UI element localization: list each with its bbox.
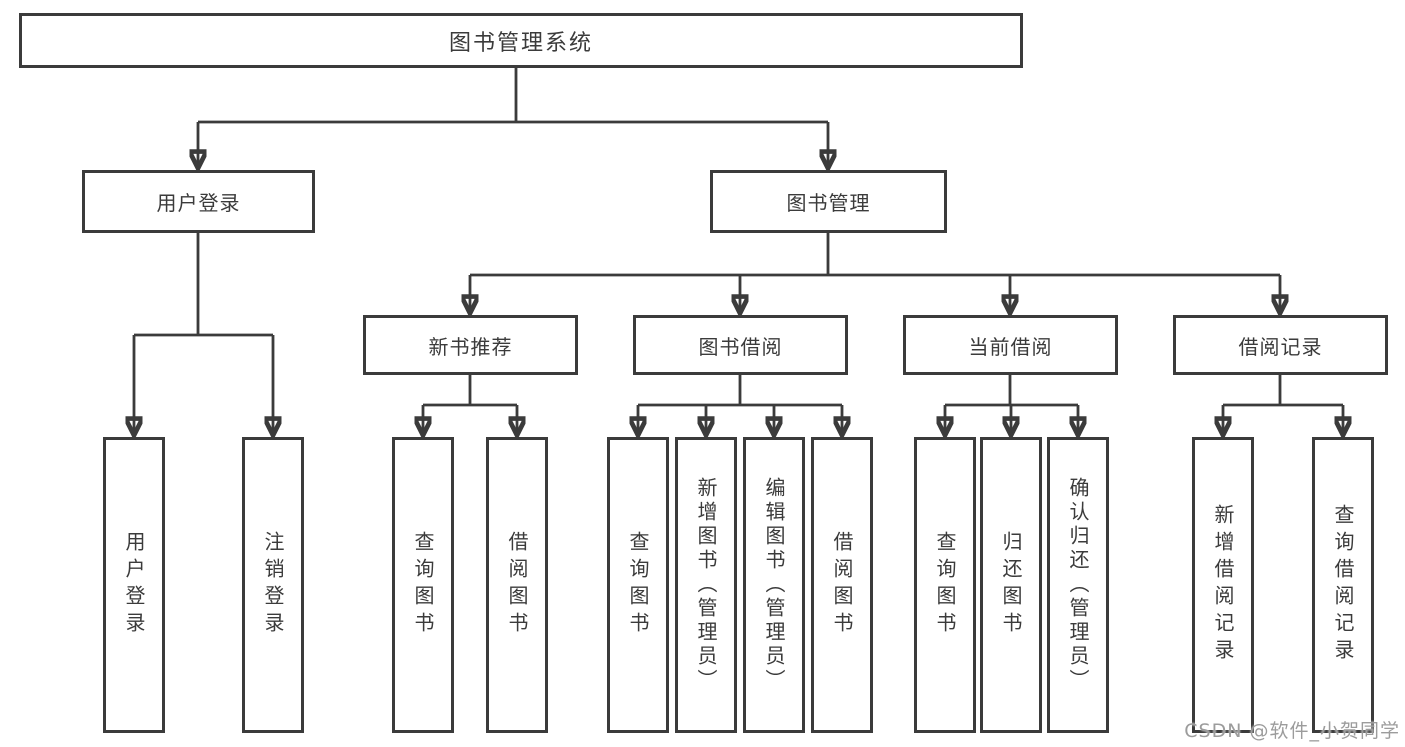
node-borrow-books-1: 借阅图书	[486, 437, 548, 733]
node-label: 归还图书	[999, 531, 1023, 639]
node-label: 图书借阅	[698, 334, 783, 359]
node-query-books-2: 查询图书	[607, 437, 669, 733]
node-label: 注销登录	[261, 531, 285, 639]
node-label: 借阅图书	[505, 531, 529, 639]
node-user-login: 用户登录	[103, 437, 165, 733]
node-label: 用户登录	[122, 531, 146, 639]
node-borrow-books-2: 借阅图书	[811, 437, 873, 733]
node-book-borrowing: 图书借阅	[633, 315, 848, 375]
node-new-book-recommend: 新书推荐	[363, 315, 578, 375]
node-add-books-admin: 新增图书（管理员）	[675, 437, 737, 733]
node-label: 查询图书	[411, 531, 435, 639]
node-logout-login: 注销登录	[242, 437, 304, 733]
node-label: 查询借阅记录	[1331, 504, 1355, 666]
node-edit-books-admin: 编辑图书（管理员）	[743, 437, 805, 733]
node-label: 查询图书	[933, 531, 957, 639]
node-current-borrowing: 当前借阅	[903, 315, 1118, 375]
node-query-books-3: 查询图书	[914, 437, 976, 733]
node-label: 用户登录	[156, 191, 241, 215]
node-add-borrow-record: 新增借阅记录	[1192, 437, 1254, 733]
node-query-books-1: 查询图书	[392, 437, 454, 733]
node-user-login-module: 用户登录	[82, 170, 315, 233]
node-label: 新增图书（管理员）	[694, 477, 718, 693]
node-label: 借阅记录	[1238, 334, 1323, 359]
node-label: 新书推荐	[428, 334, 513, 359]
node-label: 借阅图书	[830, 531, 854, 639]
node-label: 新增借阅记录	[1211, 504, 1235, 666]
node-query-borrow-record: 查询借阅记录	[1312, 437, 1374, 733]
node-label: 确认归还（管理员）	[1066, 477, 1090, 693]
node-label: 图书管理系统	[448, 30, 593, 56]
node-borrowing-records: 借阅记录	[1173, 315, 1388, 375]
node-confirm-return-admin: 确认归还（管理员）	[1047, 437, 1109, 733]
node-label: 当前借阅	[968, 334, 1053, 359]
node-label: 图书管理	[786, 191, 871, 215]
node-book-management: 图书管理	[710, 170, 947, 233]
csdn-watermark: CSDN @软件_小贺同学	[1184, 720, 1400, 742]
node-library-system: 图书管理系统	[19, 13, 1023, 68]
node-label: 查询图书	[626, 531, 650, 639]
node-return-books: 归还图书	[980, 437, 1042, 733]
node-label: 编辑图书（管理员）	[762, 477, 786, 693]
